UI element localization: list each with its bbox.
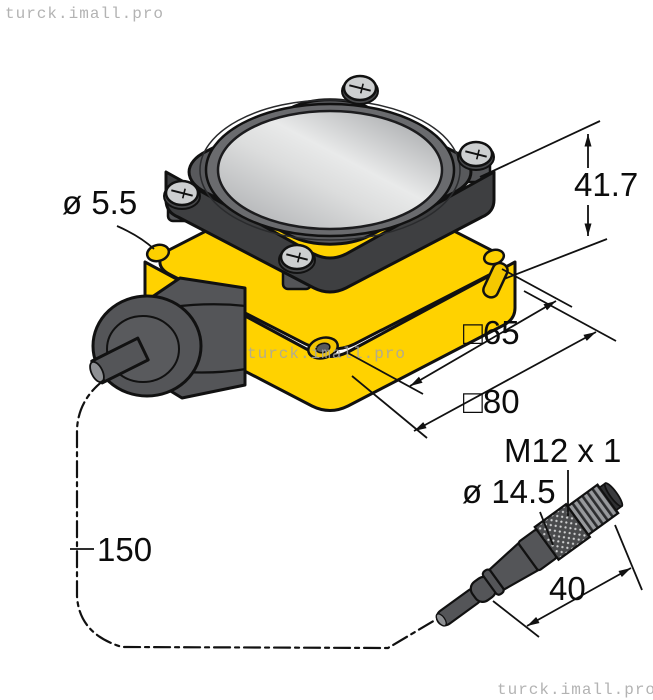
dim-connector-diameter-leader <box>539 511 554 546</box>
connector-cable-end <box>435 613 447 627</box>
sensor-lens <box>216 109 444 231</box>
dim-hole-diameter-label: ø 5.5 <box>62 184 137 221</box>
cable-centerline <box>75 378 449 650</box>
dim-connector-length-line <box>526 567 632 627</box>
dim-hole-leader <box>116 225 155 250</box>
screw-left <box>163 179 201 210</box>
dim-connector-length-ext-lower <box>492 600 540 638</box>
cable-gland <box>89 276 247 400</box>
screw-right <box>457 140 495 171</box>
dim-thread-label: M12 x 1 <box>504 432 621 469</box>
side-slot <box>482 261 509 299</box>
watermark-top-left: turck.imall.pro <box>5 5 164 23</box>
dim-flange-width-label: □80 <box>463 383 520 420</box>
mounting-hole-front <box>307 336 339 360</box>
lens-groove <box>199 99 461 241</box>
dim-height-ext-top <box>479 120 601 178</box>
screw-top <box>341 74 379 105</box>
dim-cable-length-label: 150 <box>97 531 152 568</box>
dim-connector-length-ext-upper <box>614 524 643 591</box>
sensor-cover-side <box>164 170 496 294</box>
dim-connector-length-label: 40 <box>549 570 586 607</box>
m12-connector <box>435 482 624 627</box>
dim-body-width-label: □65 <box>463 314 520 351</box>
dim-body-width-ext-right <box>501 268 573 308</box>
watermark-bottom-right: turck.imall.pro <box>497 681 653 699</box>
screw-bottom <box>278 243 316 274</box>
watermark-center: turck.imall.pro <box>247 345 406 363</box>
dim-height-label: 41.7 <box>574 166 638 203</box>
dim-flange-width-ext-right <box>523 290 617 342</box>
dim-height-ext-bottom <box>503 238 608 280</box>
connector-tip-face <box>603 482 624 508</box>
dim-body-width-ext-left <box>345 351 424 395</box>
dim-flange-width-line <box>413 331 597 432</box>
dim-connector-diameter-label: ø 14.5 <box>462 473 556 510</box>
